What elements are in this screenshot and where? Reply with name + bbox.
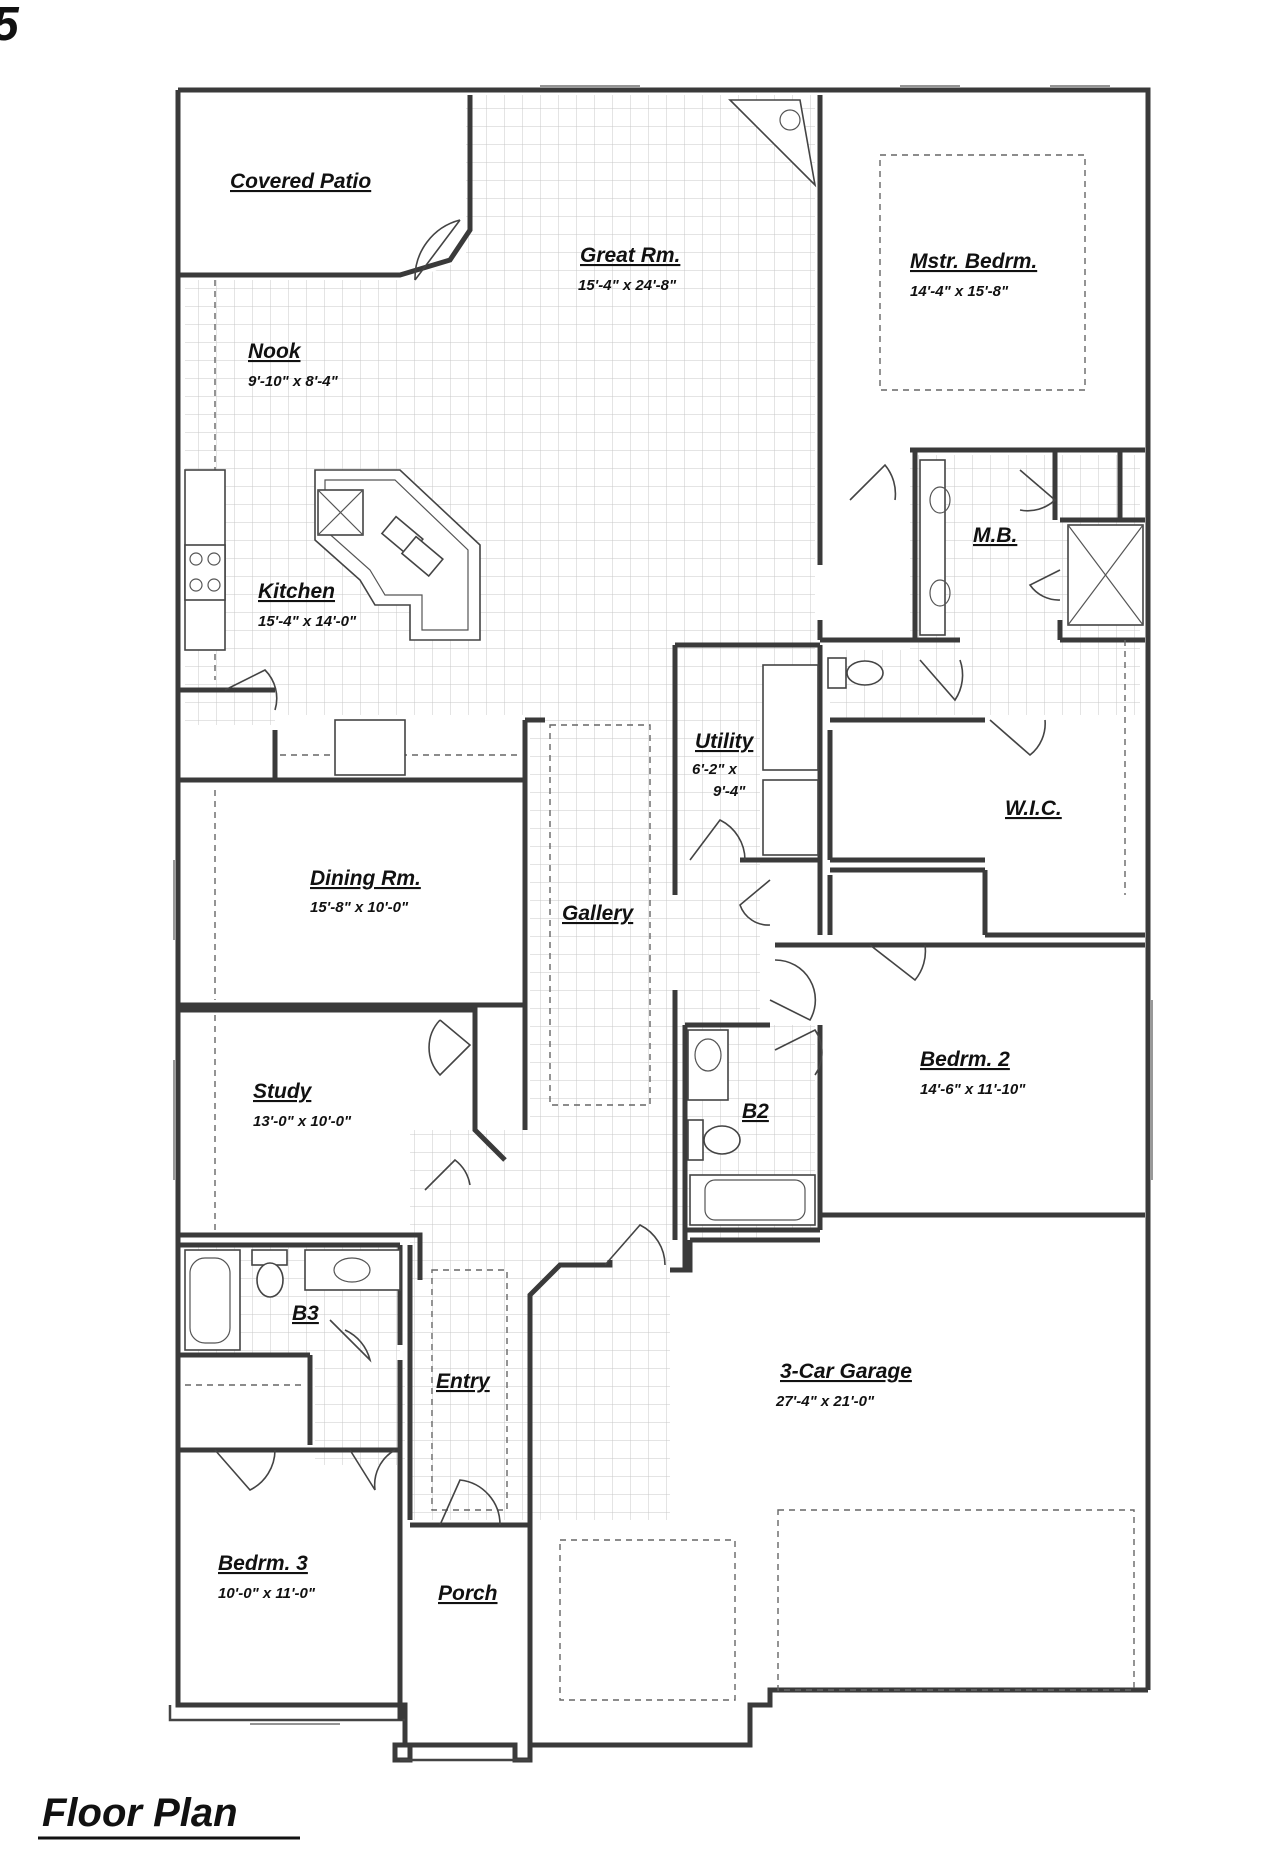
label-porch: Porch	[438, 1582, 498, 1605]
label-study: Study	[253, 1080, 313, 1103]
label-kitchen: Kitchen	[258, 580, 335, 603]
plan-title: Floor Plan	[42, 1791, 238, 1835]
dims-utility-2: 9'-4"	[713, 783, 746, 800]
page-number: 5	[0, 0, 20, 51]
label-bedroom-2: Bedrm. 2	[920, 1048, 1010, 1071]
dims-utility: 6'-2" x	[692, 761, 738, 778]
windows	[173, 85, 1153, 1725]
fireplace	[728, 99, 817, 188]
label-great-room: Great Rm.	[580, 244, 680, 267]
dims-nook: 9'-10" x 8'-4"	[248, 373, 339, 390]
dims-master-bedroom: 14'-4" x 15'-8"	[910, 283, 1009, 300]
exterior-walls	[168, 87, 1151, 1763]
dashed-lines	[185, 154, 1135, 1701]
dims-bedroom-3: 10'-0" x 11'-0"	[218, 1585, 316, 1602]
dims-dining-room: 15'-8" x 10'-0"	[310, 899, 409, 916]
label-dining-room: Dining Rm.	[310, 867, 421, 890]
dims-study: 13'-0" x 10'-0"	[253, 1113, 352, 1130]
interior-walls	[180, 95, 1145, 1745]
range-fixture	[184, 469, 226, 651]
label-utility: Utility	[695, 730, 755, 753]
label-master-bedroom: Mstr. Bedrm.	[910, 250, 1037, 273]
label-garage: 3-Car Garage	[780, 1360, 912, 1383]
dims-great-room: 15'-4" x 24'-8"	[578, 277, 677, 294]
room-labels: Covered Patio Great Rm. 15'-4" x 24'-8" …	[218, 170, 1062, 1605]
label-bath-3: B3	[292, 1302, 319, 1325]
label-bath-2: B2	[742, 1100, 769, 1123]
label-bedroom-3: Bedrm. 3	[218, 1552, 308, 1575]
bath-fixtures	[184, 459, 1144, 1351]
dims-bedroom-2: 14'-6" x 11'-10"	[920, 1081, 1026, 1098]
label-gallery: Gallery	[562, 902, 635, 925]
dims-garage: 27'-4" x 21'-0"	[775, 1393, 875, 1410]
label-nook: Nook	[248, 340, 302, 363]
label-wic: W.I.C.	[1005, 797, 1062, 820]
kitchen-island	[314, 469, 481, 641]
doors	[214, 219, 1061, 1526]
label-covered-patio: Covered Patio	[230, 170, 371, 193]
tile-floor	[185, 95, 1140, 1520]
dims-kitchen: 15'-4" x 14'-0"	[258, 613, 357, 630]
label-master-bath: M.B.	[973, 524, 1017, 547]
label-entry: Entry	[436, 1370, 491, 1393]
